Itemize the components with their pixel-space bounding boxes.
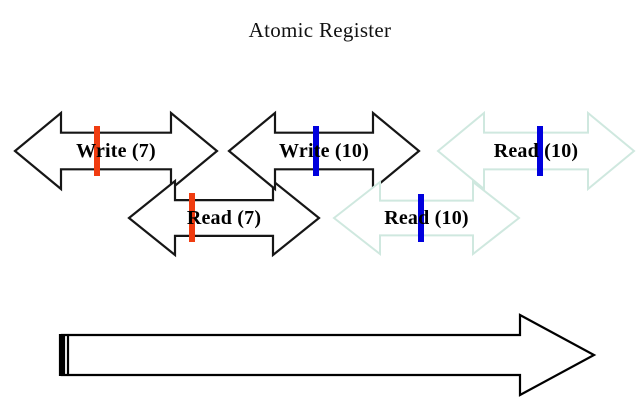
operation-arrow-shape xyxy=(227,110,421,192)
linearization-bar-write-7 xyxy=(94,126,100,176)
linearization-bar-read-10-upper xyxy=(537,126,543,176)
operation-label: Read (10) xyxy=(384,206,469,229)
operation-read-10-lower[interactable]: Read (10) xyxy=(332,179,521,257)
linearization-bar-read-7 xyxy=(189,193,195,242)
operation-read-7[interactable]: Read (7) xyxy=(127,178,321,258)
arrow-outline xyxy=(13,110,219,192)
page-title: Atomic Register xyxy=(248,18,392,42)
operation-label: Write (10) xyxy=(279,139,369,162)
timeline-svg xyxy=(58,313,597,397)
operation-arrow-shape xyxy=(436,110,636,192)
arrow-outline xyxy=(332,179,521,257)
linearization-bar-read-10-lower xyxy=(418,194,424,242)
operation-label: Write (7) xyxy=(76,139,156,162)
operation-label: Read (10) xyxy=(493,139,579,162)
arrow-outline xyxy=(436,110,636,192)
operation-read-10-upper[interactable]: Read (10) xyxy=(436,110,636,192)
arrow-outline xyxy=(127,178,321,258)
operation-arrow-shape xyxy=(332,179,521,257)
operation-label: Read (7) xyxy=(186,206,262,229)
linearization-bar-write-10 xyxy=(313,126,319,176)
operation-write-10[interactable]: Write (10) xyxy=(227,110,421,192)
timeline-arrow xyxy=(56,310,597,400)
operation-arrow-shape xyxy=(13,110,219,192)
operation-write-7[interactable]: Write (7) xyxy=(13,110,219,192)
arrow-outline xyxy=(227,110,421,192)
timeline-arrow-outline xyxy=(60,313,597,397)
operation-arrow-shape xyxy=(127,178,321,258)
